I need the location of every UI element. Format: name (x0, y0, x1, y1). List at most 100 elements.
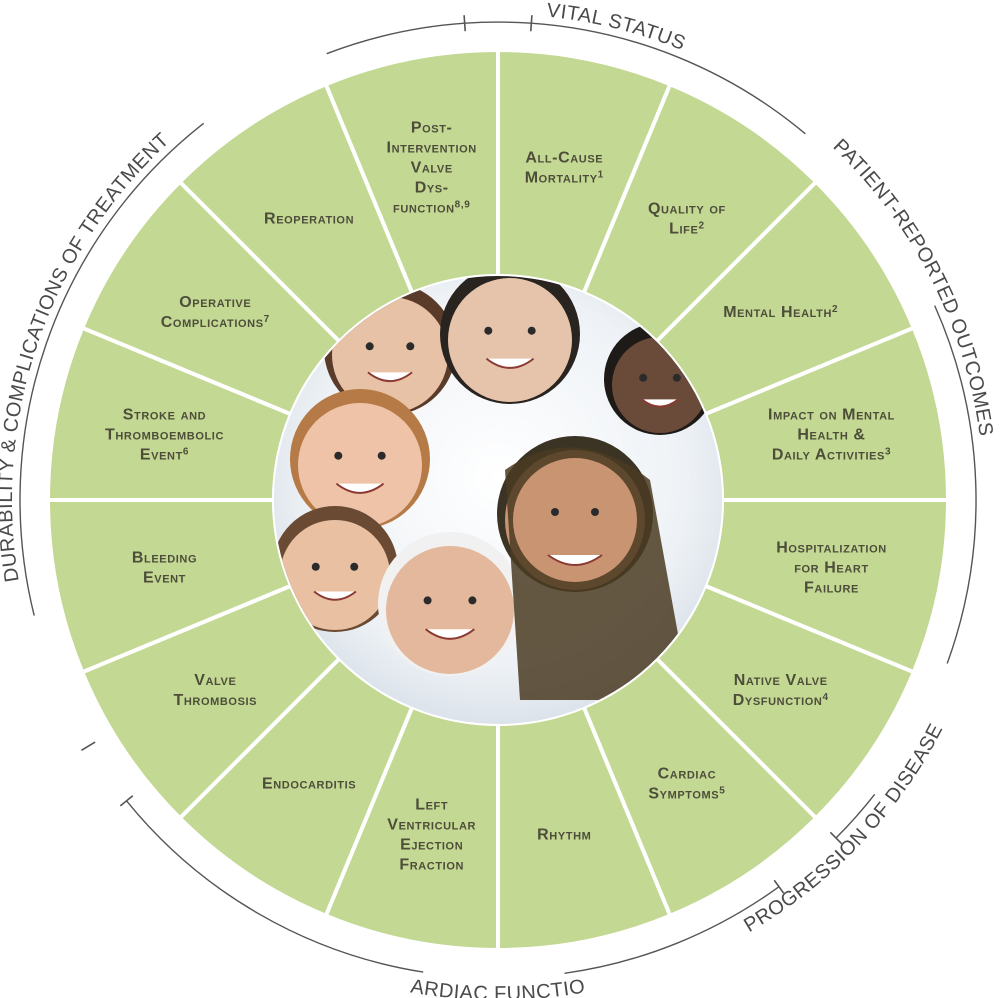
reference-superscript: 2 (698, 220, 704, 231)
segment-label-line: Stroke and (123, 407, 206, 424)
segment-label-line: Health & (797, 427, 865, 444)
bracket-arc (464, 21, 532, 24)
bracket-tick (829, 831, 843, 845)
segment-label-text: Valve (194, 672, 236, 689)
face-man-with-glasses (440, 276, 580, 404)
segment-label-text: Health & (797, 427, 865, 444)
bracket-tick (529, 15, 533, 32)
segment-label-line: Mortality1 (525, 169, 604, 187)
photo-content (274, 276, 722, 724)
segment-label-line: Operative (179, 294, 251, 311)
segment-label-text: Complications (161, 314, 264, 331)
segment-label-line: Event (143, 569, 186, 586)
segment-label-text: Daily Activities (772, 447, 885, 464)
segment-label-line: All-Cause (525, 150, 603, 167)
segment-label-line: Quality of (648, 200, 726, 217)
reference-superscript: 1 (598, 169, 604, 180)
segment-label-line: Endocarditis (262, 776, 356, 793)
segment-label-text: Reoperation (264, 210, 354, 227)
segment-label-text: Symptoms (648, 786, 719, 803)
segment-label-text: Mortality (525, 170, 598, 187)
segment-label-text: Thrombosis (173, 692, 257, 709)
category-brackets (19, 15, 977, 974)
segment-label-text: Dys- (415, 180, 449, 197)
segment-label-text: Impact on Mental (768, 407, 895, 424)
segment-label-text: for Heart (794, 559, 869, 576)
segment-label-text: Stroke and (123, 407, 206, 424)
segment-label-line: Cardiac (658, 766, 717, 783)
segment-label-line: Valve (411, 160, 453, 177)
reference-superscript: 3 (885, 446, 891, 457)
segment-label-line: Ejection (400, 837, 463, 854)
segment-label-line: Dysfunction4 (733, 691, 829, 709)
segment-label-line: Dys- (415, 180, 449, 197)
segment-label-text: Mental Health (723, 304, 832, 321)
segment-label-line: Symptoms5 (648, 785, 725, 803)
segment-label-text: Left (415, 797, 448, 814)
bracket-tick (81, 741, 96, 751)
reference-superscript: 5 (719, 785, 725, 796)
face-older-man (378, 532, 522, 676)
segment-label-text: Operative (179, 294, 251, 311)
segment-label-text: Native Valve (734, 672, 828, 689)
segment-label-text: All-Cause (525, 150, 603, 167)
segment-label-line: Ventricular (387, 817, 476, 834)
bracket-tick (119, 795, 134, 807)
segment-label-text: Thromboembolic (105, 427, 224, 444)
segment-label-line: Left (415, 797, 448, 814)
segment-label-text: Bleeding (132, 549, 197, 566)
segment-label-line: Life2 (669, 220, 704, 238)
segment-label-line: Complications7 (161, 314, 270, 332)
segment-label-text: Valve (411, 160, 453, 177)
bracket-tick (463, 15, 467, 32)
segment-label-line: Thrombosis (173, 692, 257, 709)
segment-label-line: Failure (804, 579, 859, 596)
segment-label-text: function (393, 200, 455, 217)
segment-label-line: Impact on Mental (768, 407, 895, 424)
bracket-arc (19, 122, 205, 616)
bracket-arc (531, 22, 806, 135)
segment-label-text: Endocarditis (262, 776, 356, 793)
face-young-man (290, 389, 430, 529)
segment-label-text: Hospitalization (776, 539, 887, 556)
segment-label-text: Event (140, 447, 183, 464)
segment-label-text: Fraction (399, 857, 464, 874)
segment-label-line: Thromboembolic (105, 427, 224, 444)
segment-label-line: Hospitalization (776, 539, 887, 556)
segment-label-text: Post- (411, 120, 453, 137)
reference-superscript: 8,9 (455, 199, 471, 210)
segment-label-text: Failure (804, 579, 859, 596)
reference-superscript: 7 (264, 314, 270, 325)
bracket-tick (773, 879, 785, 894)
segment-label-text: Rhythm (537, 827, 591, 844)
segment-label-text: Dysfunction (733, 692, 823, 709)
bracket-arc (326, 22, 465, 55)
segment-label-text: Ejection (400, 837, 463, 854)
face-woman-with-headscarf (513, 458, 637, 582)
bracket-arc (934, 305, 977, 664)
segment-label-text: Ventricular (387, 817, 476, 834)
segment-label-text: Cardiac (658, 766, 717, 783)
segment-label-text: Life (669, 220, 698, 237)
bracket-arc (125, 800, 424, 973)
segment-label-line: Native Valve (734, 672, 828, 689)
reference-superscript: 2 (832, 304, 838, 315)
segment-label-line: function8,9 (393, 199, 470, 217)
segment-label-line: Bleeding (132, 549, 197, 566)
segment-label-line: Valve (194, 672, 236, 689)
reference-superscript: 6 (183, 446, 189, 457)
center-photo (272, 274, 724, 726)
segment-label-line: Event6 (140, 446, 189, 464)
segment-label-line: for Heart (794, 559, 869, 576)
segment-label-line: Fraction (399, 857, 464, 874)
reference-superscript: 4 (822, 691, 828, 702)
segment-label-text: Event (143, 569, 186, 586)
face-woman-bottom-left (274, 506, 398, 632)
segment-label-line: Daily Activities3 (772, 446, 891, 464)
segment-label-line: Intervention (387, 140, 477, 157)
segment-label-text: Intervention (387, 140, 477, 157)
bracket-arc (564, 886, 780, 974)
